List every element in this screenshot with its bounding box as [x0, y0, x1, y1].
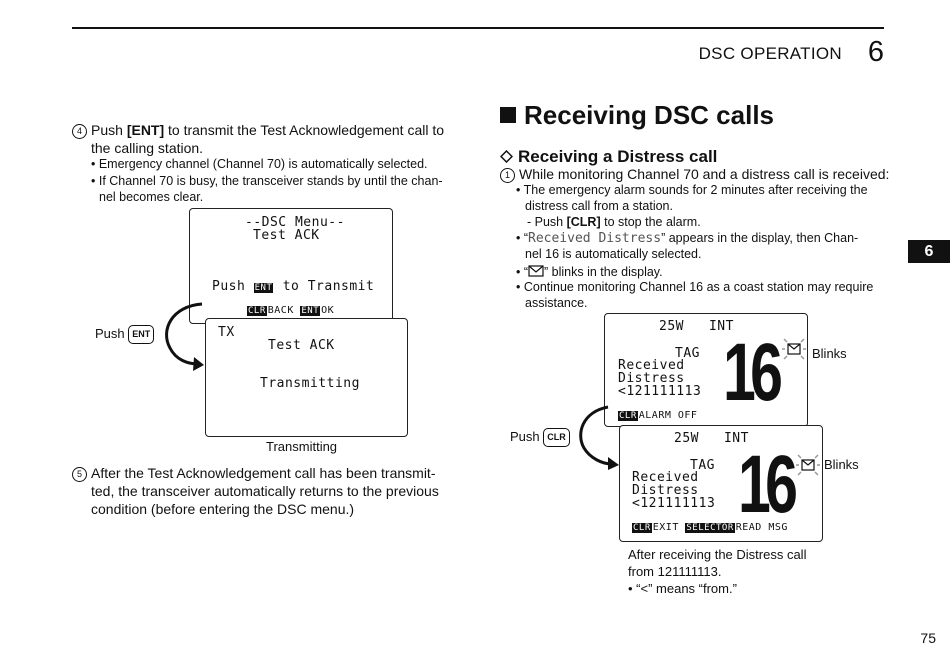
lcd-test-ack: Test ACK [268, 338, 335, 353]
envelope-icon [782, 338, 806, 360]
bullet-alarm-1: • The emergency alarm sounds for 2 minut… [516, 183, 868, 197]
push-label: Push ENT [95, 325, 155, 344]
section-title: DSC OPERATION [698, 44, 842, 63]
bullet-alarm-2: distress call from a station. [525, 199, 673, 213]
lcd-tag: TAG [675, 346, 700, 361]
lcd-received: Received [618, 358, 685, 373]
curved-arrow-icon [165, 302, 204, 371]
lcd-status: 25W INT [674, 431, 749, 446]
caption-distress: After receiving the Distress call from 1… [628, 547, 807, 596]
lcd-distress-received: 25W INT TAG 16 Received Distress <121111… [619, 425, 823, 542]
lcd-from-id: <121111113 [618, 384, 702, 399]
lcd-transmitting: TX Test ACK Transmitting [205, 318, 408, 437]
caption-transmitting: Transmitting [266, 439, 338, 454]
lcd-tag: TAG [690, 458, 715, 473]
bullet-continue-2: assistance. [525, 296, 588, 310]
lcd-menu-title: --DSC Menu-- [245, 215, 345, 230]
bullet-alarm-sub: - Push [CLR] to stop the alarm. [527, 215, 701, 229]
chapter-number: 6 [867, 36, 884, 68]
lcd-received: Received [632, 470, 699, 485]
bullet-channel-busy-1: • If Channel 70 is busy, the transceiver… [91, 174, 443, 188]
lcd-tx: TX [218, 325, 235, 340]
bullet-continue-1: • Continue monitoring Channel 16 as a co… [516, 280, 874, 294]
push-label: Push CLR [510, 428, 570, 447]
envelope-icon [528, 265, 544, 277]
diamond-icon [499, 149, 514, 164]
lcd-dsc-menu: --DSC Menu-- Test ACK Push ENT to Transm… [189, 208, 393, 324]
lcd-push-line: Push ENT to Transmit [212, 279, 375, 294]
bullet-received-distress-2: nel 16 is automatically selected. [525, 247, 702, 261]
bullet-channel-busy-2: nel becomes clear. [99, 190, 204, 204]
lcd-channel: 16 [723, 327, 783, 418]
ent-key-icon: ENT [128, 325, 155, 344]
bullet-emergency-channel: • Emergency channel (Channel 70) is auto… [91, 157, 428, 171]
chapter-side-tab: 6 [908, 240, 950, 263]
envelope-icon [796, 454, 820, 476]
lcd-status: 25W INT [659, 319, 734, 334]
lcd-from-id: <121111113 [632, 496, 716, 511]
black-square-icon [500, 107, 516, 123]
lcd-distress-alarm: 25W INT TAG 16 Received Distress <121111… [604, 313, 808, 427]
lcd-distress: Distress [618, 371, 685, 386]
lcd-channel: 16 [738, 439, 798, 530]
curved-arrow-icon [579, 405, 619, 470]
header-rule [72, 27, 884, 29]
lcd-distress: Distress [632, 483, 699, 498]
subsection-title: Receiving a Distress call [499, 147, 717, 167]
lcd-menu-item: Test ACK [253, 228, 320, 243]
page-title: Receiving DSC calls [500, 100, 774, 131]
step-number: 4 [72, 124, 87, 139]
page-number: 75 [920, 630, 936, 646]
bullet-blinks: • “” blinks in the display. [516, 265, 663, 279]
blinks-label: Blinks [824, 457, 859, 472]
bullet-received-distress: • “Received Distress” appears in the dis… [516, 231, 859, 246]
blinks-label: Blinks [812, 346, 847, 361]
lcd-transmitting-text: Transmitting [260, 376, 360, 391]
clr-key-icon: CLR [543, 428, 570, 447]
